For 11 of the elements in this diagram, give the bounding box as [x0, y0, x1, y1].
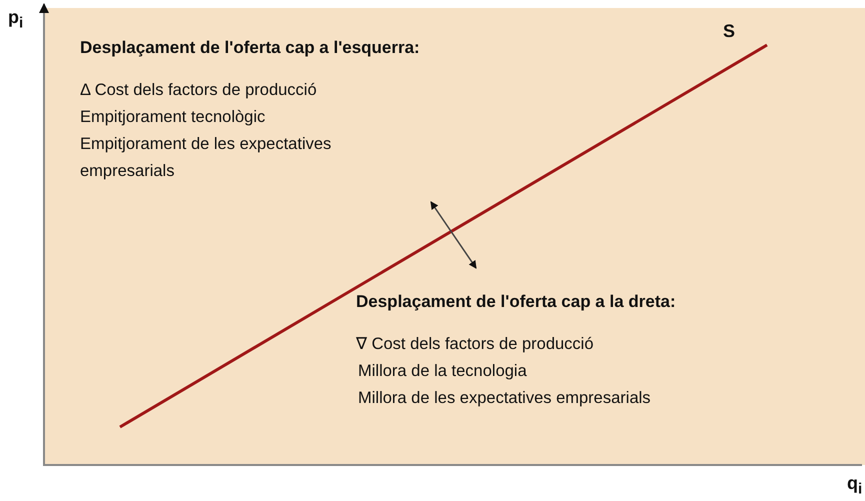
factor-text: Empitjorament tecnològic [80, 107, 266, 128]
factor-text: ∇ Cost dels factors de producció [356, 334, 594, 355]
factor-text: Millora de la tecnologia [358, 361, 527, 382]
axis-label: p$_{i}$ [8, 6, 24, 34]
heading: Desplaçament de l'oferta cap a la dreta: [356, 291, 676, 313]
curve-label: S [723, 20, 736, 43]
factor-text: Empitjorament de les expectatives empresarials [80, 134, 332, 182]
heading: Desplaçament de l'oferta cap a l'esquerra: [80, 37, 420, 59]
factor-text: Millora de les expectatives empresarials [358, 388, 651, 409]
factor-text: Δ Cost dels factors de producció [80, 80, 317, 101]
axis-label: q$_{i}$ [847, 472, 862, 500]
